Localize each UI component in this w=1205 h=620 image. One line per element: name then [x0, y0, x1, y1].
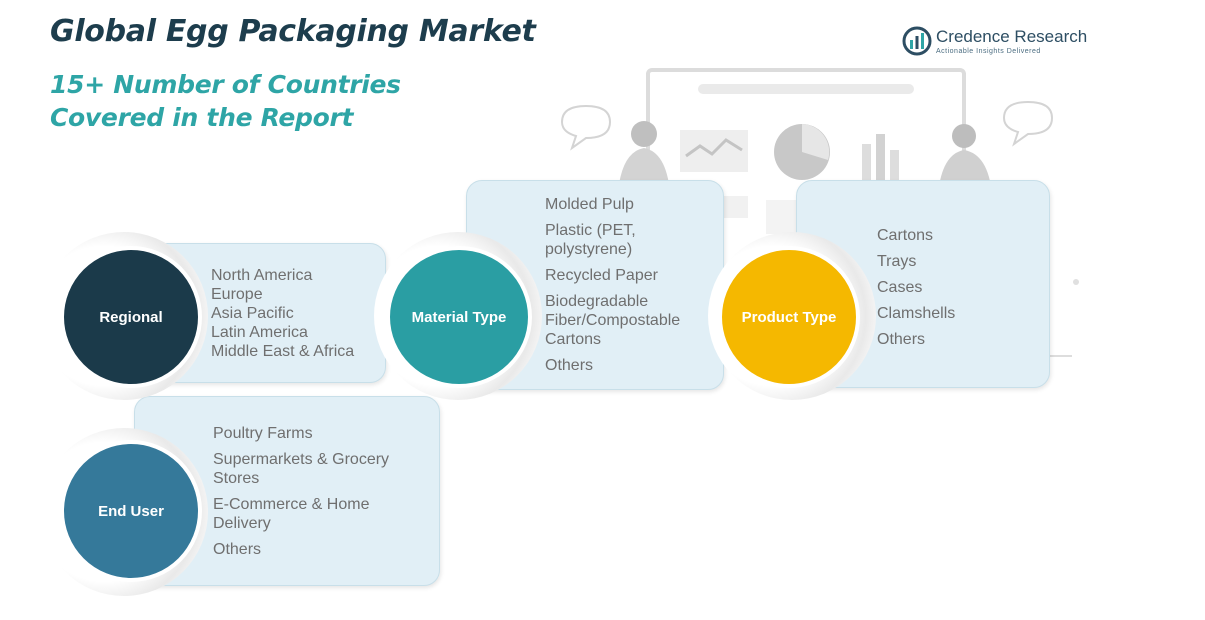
end-user-circle: End User	[60, 440, 202, 582]
material-type-items: Molded Pulp Plastic (PET, polystyrene) R…	[545, 195, 705, 375]
page-subtitle: 15+ Number of Countries Covered in the R…	[50, 70, 401, 132]
list-item: Trays	[877, 253, 917, 270]
list-item: Others	[877, 331, 926, 348]
end-user-items: Poultry Farms Supermarkets & Grocery Sto…	[213, 424, 423, 559]
list-item: Plastic (PET, polystyrene)	[545, 222, 636, 258]
list-item: Biodegradable Fiber/Compostable Cartons	[545, 293, 681, 348]
list-item: Supermarkets & Grocery Stores	[213, 451, 390, 487]
list-item: Middle East & Africa	[211, 343, 355, 360]
logo-name: Credence Research	[936, 27, 1088, 46]
list-item: Asia Pacific	[211, 305, 294, 322]
material-type-label: Material Type	[411, 308, 507, 326]
product-type-items: Cartons Trays Cases Clamshells Others	[877, 223, 1027, 353]
regional-circle: Regional	[60, 246, 202, 388]
product-type-label: Product Type	[741, 308, 837, 326]
credence-research-logo: Credence Research Actionable Insights De…	[902, 26, 1092, 60]
list-item: Europe	[211, 286, 263, 303]
list-item: Cases	[877, 279, 923, 296]
page-title: Global Egg Packaging Market	[50, 14, 536, 49]
end-user-label: End User	[98, 502, 164, 520]
list-item: Clamshells	[877, 305, 956, 322]
product-type-circle: Product Type	[718, 246, 860, 388]
background-illustration	[560, 68, 1079, 357]
list-item: Cartons	[877, 227, 934, 244]
list-item: Latin America	[211, 324, 308, 341]
logo-mark-icon	[902, 26, 932, 56]
list-item: Others	[213, 541, 262, 558]
list-item: Recycled Paper	[545, 267, 658, 284]
list-item: Molded Pulp	[545, 196, 634, 213]
regional-items: North America Europe Asia Pacific Latin …	[211, 266, 381, 361]
list-item: E-Commerce & Home Delivery	[213, 496, 370, 532]
logo-tagline: Actionable Insights Delivered	[936, 48, 1041, 55]
list-item: Poultry Farms	[213, 425, 313, 442]
list-item: Others	[545, 357, 594, 374]
list-item: North America	[211, 267, 313, 284]
regional-label: Regional	[99, 308, 163, 326]
material-type-circle: Material Type	[386, 246, 532, 388]
